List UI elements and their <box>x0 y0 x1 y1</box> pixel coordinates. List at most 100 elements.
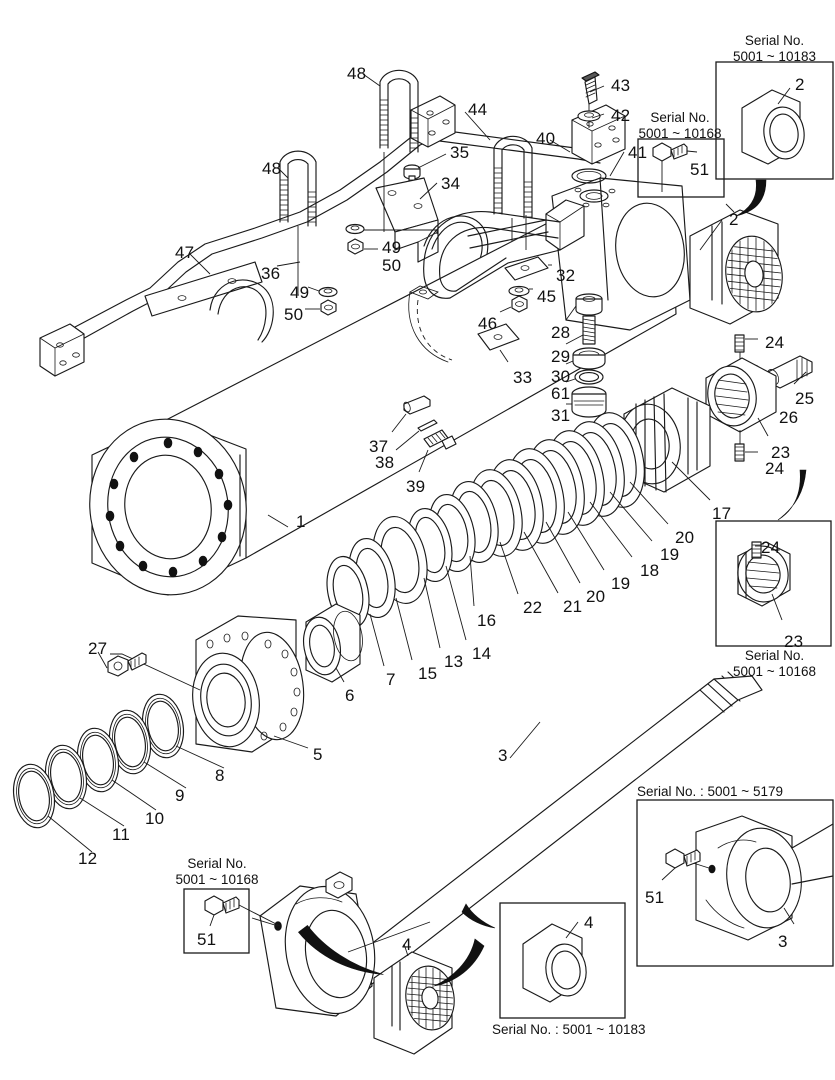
callout-4-inset: 4 <box>584 913 594 932</box>
piston-rod-3 <box>347 671 763 985</box>
callout-51-right: 51 <box>645 888 665 907</box>
callout-32: 32 <box>556 266 576 285</box>
seal-stack <box>326 412 669 667</box>
inset-nipple-51-left <box>204 895 281 927</box>
bolt-43 <box>581 71 600 112</box>
serial-caption-2: Serial No. 5001 ~ 10183 <box>716 33 833 64</box>
inset-bushing-2 <box>741 87 805 165</box>
serial-caption-51-left-line1: Serial No. <box>187 856 247 871</box>
serial-box-51left-frame <box>183 888 250 954</box>
callout-14: 14 <box>472 644 492 663</box>
callout-48-upper: 48 <box>347 64 367 83</box>
callout-3-main: 3 <box>498 746 508 765</box>
callout-39: 39 <box>406 477 426 496</box>
callout-23-inset: 23 <box>784 632 804 651</box>
callout-34: 34 <box>441 174 461 193</box>
leader-43 <box>589 85 605 93</box>
nut-50-lower <box>305 299 337 316</box>
callout-50-lower: 50 <box>284 305 304 324</box>
callout-48-lower: 48 <box>262 159 282 178</box>
callout-47: 47 <box>175 243 195 262</box>
washer-45 <box>508 285 533 297</box>
inset-nipple-51-right <box>661 848 701 881</box>
serial-caption-41-line2: 5001 ~ 10168 <box>638 125 722 141</box>
cylinder-tube-1 <box>89 168 691 596</box>
callout-33: 33 <box>513 368 533 387</box>
callout-51-top: 51 <box>690 160 710 179</box>
callout-35: 35 <box>450 143 470 162</box>
grease-fitting-27 <box>97 651 147 677</box>
callout-7: 7 <box>386 670 396 689</box>
hydraulic-tube-40 <box>410 95 626 165</box>
washer-42 <box>577 110 601 128</box>
cap-31 <box>566 386 607 418</box>
callout-51-left: 51 <box>197 930 217 949</box>
u-bolt-48-upper <box>379 69 419 153</box>
arrow-sb2 <box>735 179 767 217</box>
callout-50-upper: 50 <box>382 256 402 275</box>
callout-28: 28 <box>551 323 571 342</box>
piston-nut-23 <box>705 357 777 437</box>
callout-37: 37 <box>369 437 389 456</box>
pin-37 <box>391 395 431 433</box>
serial-box-41-frame <box>637 138 725 198</box>
callout-21: 21 <box>563 597 583 616</box>
callout-49-lower: 49 <box>290 283 310 302</box>
leader-1 <box>267 514 289 528</box>
callout-3-inset: 3 <box>778 932 788 951</box>
bushing-ring-6 <box>302 603 363 683</box>
serial-caption-51-left: Serial No. 5001 ~ 10168 <box>156 856 278 887</box>
callout-43: 43 <box>611 76 631 95</box>
serial-caption-41: Serial No. 5001 ~ 10168 <box>630 110 730 141</box>
callout-20-b: 20 <box>586 587 606 606</box>
callout-18: 18 <box>640 561 660 580</box>
leader-47 <box>189 253 211 275</box>
leader-40 <box>549 139 571 153</box>
cylinder-head-gland-5 <box>110 615 309 753</box>
callout-24-top: 24 <box>765 333 785 352</box>
hydraulic-tube-47 <box>39 133 421 377</box>
callout-24-bottom: 24 <box>765 459 785 478</box>
serial-caption-23-line2: 5001 ~ 10168 <box>733 663 816 679</box>
arrow-sb23 <box>777 469 807 521</box>
callout-2-main: 2 <box>729 210 739 229</box>
callout-30: 30 <box>551 367 571 386</box>
callout-1: 1 <box>296 512 306 531</box>
serial-caption-51-left-line2: 5001 ~ 10168 <box>175 871 259 887</box>
serial-caption-41-line1: Serial No. <box>650 110 710 125</box>
clamp-36 <box>144 261 301 343</box>
spring-29 <box>565 315 596 345</box>
callout-19-b: 19 <box>611 574 631 593</box>
bushing-2 <box>689 203 783 325</box>
leader-41 <box>609 151 625 177</box>
callout-11: 11 <box>112 825 131 844</box>
callout-16: 16 <box>477 611 497 630</box>
inset-rod-end-3 <box>689 815 834 941</box>
inset-nipple-51-top <box>652 142 698 192</box>
serial-caption-4: Serial No. : 5001 ~ 10183 <box>492 1022 646 1037</box>
plug-28 <box>565 293 603 321</box>
bolt-39 <box>418 429 457 473</box>
nut-46 <box>499 295 528 313</box>
serial-caption-23-line1: Serial No. <box>744 648 805 663</box>
leader-48a2 <box>362 73 381 87</box>
callout-9: 9 <box>175 786 185 805</box>
callout-19-a: 19 <box>660 545 680 564</box>
callout-22: 22 <box>523 598 543 617</box>
u-bolt-44 <box>493 135 533 219</box>
bracket-upper <box>375 177 489 275</box>
leader-44b <box>464 111 491 141</box>
leader-42 <box>591 113 605 119</box>
leader-34 <box>419 182 438 200</box>
inset-bushing-4 <box>522 921 587 1003</box>
callout-45: 45 <box>537 287 557 306</box>
callout-42: 42 <box>611 106 631 125</box>
callout-8: 8 <box>215 766 225 785</box>
callout-2-inset: 2 <box>795 75 805 94</box>
callout-44: 44 <box>468 100 488 119</box>
callout-15: 15 <box>418 664 438 683</box>
callout-6: 6 <box>345 686 355 705</box>
arrow-rod-to-4 <box>433 938 485 987</box>
o-ring-61 <box>565 369 604 385</box>
